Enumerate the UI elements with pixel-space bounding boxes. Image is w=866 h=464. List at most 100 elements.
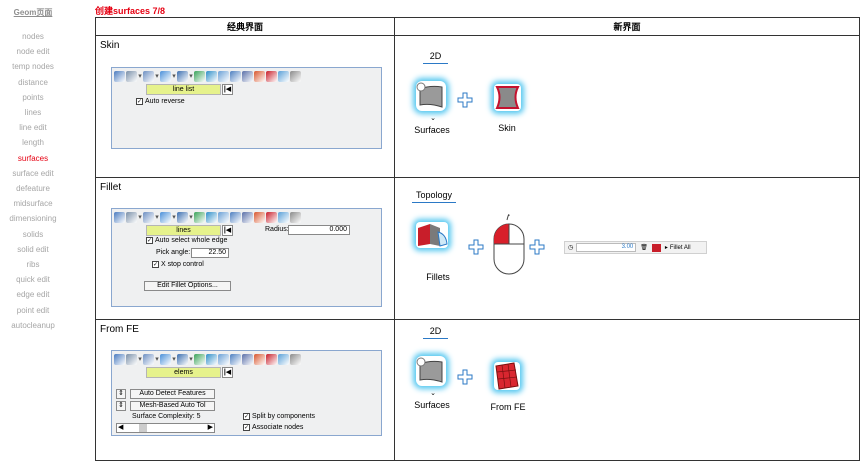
cone-icon[interactable] — [143, 211, 154, 223]
ruled-icon[interactable] — [206, 70, 217, 82]
radius-field[interactable]: 0.000 — [288, 225, 350, 235]
mesh-based-button[interactable]: Mesh-Based Auto Tol — [130, 401, 215, 411]
nav-item-line-edit[interactable]: line edit — [19, 123, 47, 133]
skin-icon[interactable] — [494, 84, 521, 111]
arrow-left-icon[interactable]: ◀ — [118, 424, 124, 431]
lines-selector[interactable]: lines — [146, 225, 221, 236]
cylinder-icon[interactable] — [126, 211, 137, 223]
spline-icon[interactable] — [194, 70, 205, 82]
checkbox-box[interactable]: ✓ — [136, 98, 143, 105]
skin-tool-icon[interactable] — [218, 70, 229, 82]
spline-icon[interactable] — [194, 353, 205, 365]
from-fe-icon[interactable] — [494, 362, 520, 390]
nav-item-quick-edit[interactable]: quick edit — [16, 275, 50, 285]
tab-2d[interactable]: 2D — [423, 51, 448, 64]
nav-item-lines[interactable]: lines — [24, 108, 42, 118]
fillet-tool-icon[interactable] — [254, 70, 265, 82]
cylinder-icon[interactable] — [126, 70, 137, 82]
from-fe-tool-icon[interactable] — [266, 70, 277, 82]
nav-item-ribs[interactable]: ribs — [26, 260, 40, 270]
sphere-icon[interactable] — [160, 70, 171, 82]
spline-icon[interactable] — [194, 211, 205, 223]
offset-icon[interactable] — [290, 211, 301, 223]
pick-angle-field[interactable]: 22.50 — [191, 248, 229, 258]
dropdown-arrow-icon[interactable]: ▾ — [138, 355, 142, 363]
slider-thumb[interactable] — [139, 424, 147, 432]
trash-icon[interactable]: 🗑 — [640, 245, 648, 251]
nav-title[interactable]: Geom页面 — [13, 8, 53, 17]
nav-item-solids[interactable]: solids — [22, 229, 44, 239]
toggle-icon[interactable]: ⇕ — [116, 401, 126, 411]
auto-reverse-checkbox[interactable]: ✓ Auto reverse — [136, 98, 185, 105]
fillet-all-label[interactable]: Fillet All — [669, 244, 691, 251]
nav-item-solid-edit[interactable]: solid edit — [17, 244, 49, 254]
ruled-icon[interactable] — [206, 211, 217, 223]
nav-item-point-edit[interactable]: point edit — [16, 305, 50, 315]
from-fe-tool-icon[interactable] — [266, 211, 277, 223]
torus-icon[interactable] — [177, 70, 188, 82]
chevron-down-icon[interactable]: ⌄ — [430, 390, 436, 397]
dropdown-arrow-icon[interactable]: ▾ — [155, 355, 159, 363]
fillet-tool-icon[interactable] — [254, 211, 265, 223]
x-stop-checkbox[interactable]: ✓ X stop control — [152, 261, 204, 268]
meshed-icon[interactable] — [278, 353, 289, 365]
nav-item-distance[interactable]: distance — [18, 77, 48, 87]
nav-item-surfaces[interactable]: surfaces — [17, 153, 49, 163]
reset-selection-button[interactable]: |◀ — [222, 84, 233, 95]
surface-icon[interactable] — [114, 70, 125, 82]
associate-checkbox[interactable]: ✓ Associate nodes — [243, 424, 303, 431]
edit-fillet-options-button[interactable]: Edit Fillet Options... — [144, 281, 231, 291]
surface-icon[interactable] — [114, 353, 125, 365]
from-fe-tool-icon[interactable] — [266, 353, 277, 365]
checkbox-box[interactable]: ✓ — [243, 424, 250, 431]
fillet-type-icon[interactable] — [651, 243, 661, 252]
skin-tool-icon[interactable] — [218, 211, 229, 223]
nav-item-nodes[interactable]: nodes — [22, 32, 44, 41]
checkbox-box[interactable]: ✓ — [146, 237, 153, 244]
torus-icon[interactable] — [177, 353, 188, 365]
surfaces-icon[interactable] — [416, 356, 446, 386]
fillet-radius-input[interactable]: 3.00 — [576, 243, 637, 252]
tab-topology[interactable]: Topology — [412, 190, 456, 203]
dropdown-arrow-icon[interactable]: ▾ — [172, 355, 176, 363]
nav-item-edge-edit[interactable]: edge edit — [16, 290, 50, 300]
checkbox-box[interactable]: ✓ — [152, 261, 159, 268]
reset-selection-button[interactable]: |◀ — [222, 225, 233, 236]
complexity-slider[interactable]: ◀ ▶ — [116, 423, 215, 433]
nav-item-points[interactable]: points — [22, 92, 44, 102]
chevron-down-icon[interactable]: ⌄ — [430, 115, 436, 122]
spin-icon[interactable] — [242, 70, 253, 82]
play-icon[interactable]: ▸ — [664, 245, 668, 251]
sphere-icon[interactable] — [160, 353, 171, 365]
nav-item-surface-edit[interactable]: surface edit — [12, 168, 54, 178]
reset-selection-button[interactable]: |◀ — [222, 367, 233, 378]
dropdown-arrow-icon[interactable]: ▾ — [155, 72, 159, 80]
ruled-icon[interactable] — [206, 353, 217, 365]
drag-icon[interactable] — [230, 353, 241, 365]
split-checkbox[interactable]: ✓ Split by components — [243, 413, 315, 420]
cylinder-icon[interactable] — [126, 353, 137, 365]
tab-2d[interactable]: 2D — [423, 326, 448, 339]
dropdown-arrow-icon[interactable]: ▾ — [172, 213, 176, 221]
offset-icon[interactable] — [290, 70, 301, 82]
dropdown-arrow-icon[interactable]: ▾ — [155, 213, 159, 221]
dropdown-arrow-icon[interactable]: ▾ — [138, 213, 142, 221]
dropdown-arrow-icon[interactable]: ▾ — [172, 72, 176, 80]
nav-item-node-edit[interactable]: node edit — [16, 47, 50, 57]
sphere-icon[interactable] — [160, 211, 171, 223]
dropdown-arrow-icon[interactable]: ▾ — [189, 213, 193, 221]
line-list-selector[interactable]: line list — [146, 84, 221, 95]
auto-detect-button[interactable]: Auto Detect Features — [130, 389, 215, 399]
nav-item-length[interactable]: length — [22, 138, 44, 148]
nav-item-defeature[interactable]: defeature — [16, 184, 50, 194]
dropdown-arrow-icon[interactable]: ▾ — [189, 355, 193, 363]
skin-tool-icon[interactable] — [218, 353, 229, 365]
arrow-right-icon[interactable]: ▶ — [207, 424, 213, 431]
drag-icon[interactable] — [230, 211, 241, 223]
dropdown-arrow-icon[interactable]: ▾ — [138, 72, 142, 80]
toggle-icon[interactable]: ⇕ — [116, 389, 126, 399]
dropdown-arrow-icon[interactable]: ▾ — [189, 72, 193, 80]
surface-icon[interactable] — [114, 211, 125, 223]
cone-icon[interactable] — [143, 70, 154, 82]
nav-item-midsurface[interactable]: midsurface — [13, 199, 53, 209]
